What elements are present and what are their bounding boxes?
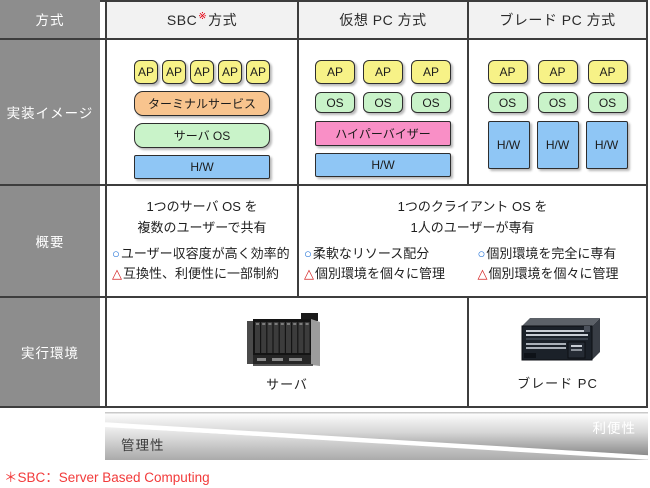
- gradient-wedge-graphic: [105, 412, 648, 460]
- ap-box: AP: [134, 60, 158, 84]
- hypervisor-layer: ハイパーバイザー: [315, 121, 451, 146]
- blade-overview-bullets: ○個別環境を完全に専有 △個別環境を個々に管理: [473, 244, 647, 284]
- server-os-layer: サーバ OS: [134, 123, 270, 148]
- sbc-overview-bullets: ○ユーザー収容度が高く効率的 △互換性、利便性に一部制約: [107, 244, 297, 284]
- ap-box: AP: [587, 60, 628, 84]
- footnote-marker: ※: [198, 11, 208, 23]
- pro-mark-icon: ○: [304, 245, 312, 261]
- os-box: OS: [315, 92, 355, 113]
- sbc-ap-row: AP AP AP AP AP: [134, 60, 270, 84]
- ap-box: AP: [190, 60, 214, 84]
- impl-row-label: 実装イメージ: [0, 40, 100, 186]
- virtual-pc-column-header: 仮想 PC 方式: [297, 0, 467, 40]
- method-row-label: 方式: [0, 0, 100, 40]
- column-gap: [100, 186, 105, 298]
- sbc-column-header: SBC※方式: [105, 0, 297, 40]
- server-env-cell: サーバ: [105, 298, 467, 408]
- sbc-footnote: ＊SBC：Server Based Computing: [4, 470, 210, 485]
- terminal-service-layer: ターミナルサービス: [134, 91, 270, 116]
- pro-bullet: ○柔軟なリソース配分: [304, 245, 430, 261]
- os-box: OS: [363, 92, 403, 113]
- blade-env-cell: ブレード PC: [467, 298, 648, 408]
- con-bullet: △個別環境を個々に管理: [477, 265, 619, 281]
- hw-layer: H/W: [315, 153, 451, 177]
- blade-hw-row: H/W H/W H/W: [487, 121, 628, 169]
- sbc-overview-heading: 1つのサーバ OS を 複数のユーザーで共有: [137, 199, 267, 235]
- ap-box: AP: [537, 60, 578, 84]
- os-box: OS: [537, 92, 578, 113]
- ap-box: AP: [363, 60, 403, 84]
- client-overview-columns: ○柔軟なリソース配分 △個別環境を個々に管理 ○個別環境を完全に専有 △個別環境…: [299, 239, 646, 284]
- con-mark-icon: △: [477, 265, 488, 281]
- column-gap: [100, 40, 105, 186]
- client-overview-heading: 1つのクライアント OS を 1人のユーザーが専有: [397, 199, 548, 235]
- server-image: [247, 313, 320, 366]
- virtual-overview-bullets: ○柔軟なリソース配分 △個別環境を個々に管理: [299, 244, 473, 284]
- hw-layer: H/W: [134, 155, 270, 179]
- ap-box: AP: [487, 60, 528, 84]
- virtual-ap-row: AP AP AP: [315, 60, 451, 84]
- con-mark-icon: △: [112, 265, 122, 281]
- sbc-stack: AP AP AP AP AP ターミナルサービス サーバ OS H/W: [134, 60, 270, 179]
- con-mark-icon: △: [304, 265, 314, 281]
- con-bullet: △個別環境を個々に管理: [304, 265, 446, 281]
- blade-pc-caption: ブレード PC: [517, 376, 598, 391]
- con-bullet: △互換性、利便性に一部制約: [112, 265, 280, 281]
- hw-box: H/W: [536, 121, 579, 169]
- gradient-band: 管理性 利便性: [105, 412, 648, 461]
- sbc-impl-cell: AP AP AP AP AP ターミナルサービス サーバ OS H/W: [105, 40, 297, 186]
- blade-ap-row: AP AP AP: [487, 60, 628, 84]
- blade-pc-image: [521, 318, 600, 361]
- client-overview-cell: 1つのクライアント OS を 1人のユーザーが専有 ○柔軟なリソース配分 △個別…: [297, 186, 648, 298]
- sbc-overview-cell: 1つのサーバ OS を 複数のユーザーで共有 ○ユーザー収容度が高く効率的 △互…: [105, 186, 297, 298]
- blade-os-row: OS OS OS: [487, 92, 628, 113]
- column-gap: [100, 298, 105, 408]
- blade-pc-column-header: ブレード PC 方式: [467, 0, 648, 40]
- column-gap: [100, 0, 105, 40]
- hw-box: H/W: [585, 121, 628, 169]
- os-box: OS: [487, 92, 528, 113]
- sbc-header-text: SBC※方式: [166, 11, 238, 28]
- blade-stack: AP AP AP OS OS OS H/W H/W H/W: [487, 60, 628, 169]
- manageability-label: 管理性: [121, 438, 165, 453]
- virtual-os-row: OS OS OS: [315, 92, 451, 113]
- os-box: OS: [411, 92, 451, 113]
- ap-box: AP: [315, 60, 355, 84]
- ap-box: AP: [162, 60, 186, 84]
- pro-mark-icon: ○: [477, 245, 486, 261]
- convenience-label: 利便性: [592, 421, 636, 436]
- blade-impl-cell: AP AP AP OS OS OS H/W H/W H/W: [467, 40, 648, 186]
- virtual-impl-cell: AP AP AP OS OS OS ハイパーバイザー H/W: [297, 40, 467, 186]
- comparison-table: 方式 SBC※方式 仮想 PC 方式 ブレード PC 方式 実装イメージ AP …: [0, 0, 648, 408]
- pro-bullet: ○個別環境を完全に専有: [477, 245, 617, 261]
- pro-mark-icon: ○: [112, 245, 120, 261]
- server-caption: サーバ: [266, 377, 308, 392]
- overview-row-label: 概要: [0, 186, 100, 298]
- env-row-label: 実行環境: [0, 298, 100, 408]
- hw-box: H/W: [487, 121, 530, 169]
- ap-box: AP: [218, 60, 242, 84]
- virtual-stack: AP AP AP OS OS OS ハイパーバイザー H/W: [315, 60, 451, 177]
- os-box: OS: [587, 92, 628, 113]
- ap-box: AP: [246, 60, 270, 84]
- pro-bullet: ○ユーザー収容度が高く効率的: [112, 245, 290, 261]
- ap-box: AP: [411, 60, 451, 84]
